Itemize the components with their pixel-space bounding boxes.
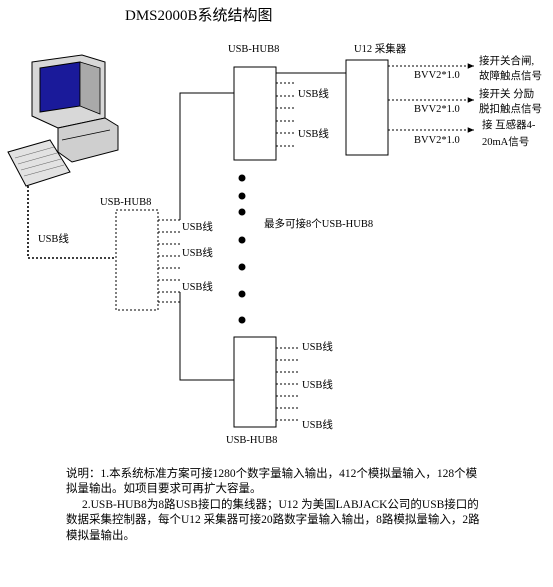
signal-cable-3: BVV2*1.0 <box>414 135 460 146</box>
hub-left-label: USB-HUB8 <box>100 197 151 208</box>
signal-desc-2b: 脱扣触点信号 <box>479 102 542 115</box>
hub-left-ports <box>158 219 180 303</box>
hub-top-usb-1: USB线 <box>298 87 329 100</box>
hub-bottom-ports <box>276 347 300 421</box>
note-paragraph-2: 2.USB-HUB8为8路USB接口的集线器；U12 为美国LABJACK公司的… <box>66 498 480 542</box>
hub-left <box>115 209 159 311</box>
signal-cable-2: BVV2*1.0 <box>414 104 460 115</box>
hub-top-label: USB-HUB8 <box>228 44 279 55</box>
link-to-bottom-hub <box>179 292 234 381</box>
signal-desc-3b: 20mA信号 <box>482 136 529 148</box>
signal-cable-1: BVV2*1.0 <box>414 70 460 81</box>
link-to-top-hub <box>179 92 234 220</box>
diagram-title: DMS2000B系统结构图 <box>125 7 273 24</box>
ellipsis-dots <box>238 174 246 324</box>
hub-bottom-label: USB-HUB8 <box>226 435 277 446</box>
u12-label: U12 采集器 <box>354 42 407 55</box>
signal-desc-2a: 接开关 分励 <box>479 87 534 100</box>
hub-bottom <box>233 336 277 428</box>
hub-bottom-usb-1: USB线 <box>302 340 333 353</box>
hub-bottom-usb-2: USB线 <box>302 378 333 391</box>
signal-desc-1a: 接开关合闸, <box>479 54 534 67</box>
hub-left-usb-1: USB线 <box>182 220 213 233</box>
hub-left-usb-2: USB线 <box>182 246 213 259</box>
pc-usb-cable <box>27 186 116 259</box>
note-paragraph-1: 说明：1.本系统标准方案可接1280个数字量输入输出，412个模拟量输入，128… <box>66 468 478 496</box>
max-hubs-note: 最多可接8个USB-HUB8 <box>264 217 373 230</box>
u12-collector <box>345 59 389 156</box>
computer-icon <box>7 54 119 187</box>
signal-desc-1b: 故障触点信号 <box>479 69 542 82</box>
hub-top <box>233 66 277 161</box>
hub-bottom-usb-3: USB线 <box>302 418 333 431</box>
hub-top-ports <box>276 82 296 147</box>
hub-top-usb-2: USB线 <box>298 127 329 140</box>
hub-left-usb-3: USB线 <box>182 280 213 293</box>
notes-section: 说明：1.本系统标准方案可接1280个数字量输入输出，412个模拟量输入，128… <box>66 467 486 544</box>
signal-desc-3a: 接 互感器4- <box>482 118 536 131</box>
pc-usb-label: USB线 <box>38 232 69 245</box>
